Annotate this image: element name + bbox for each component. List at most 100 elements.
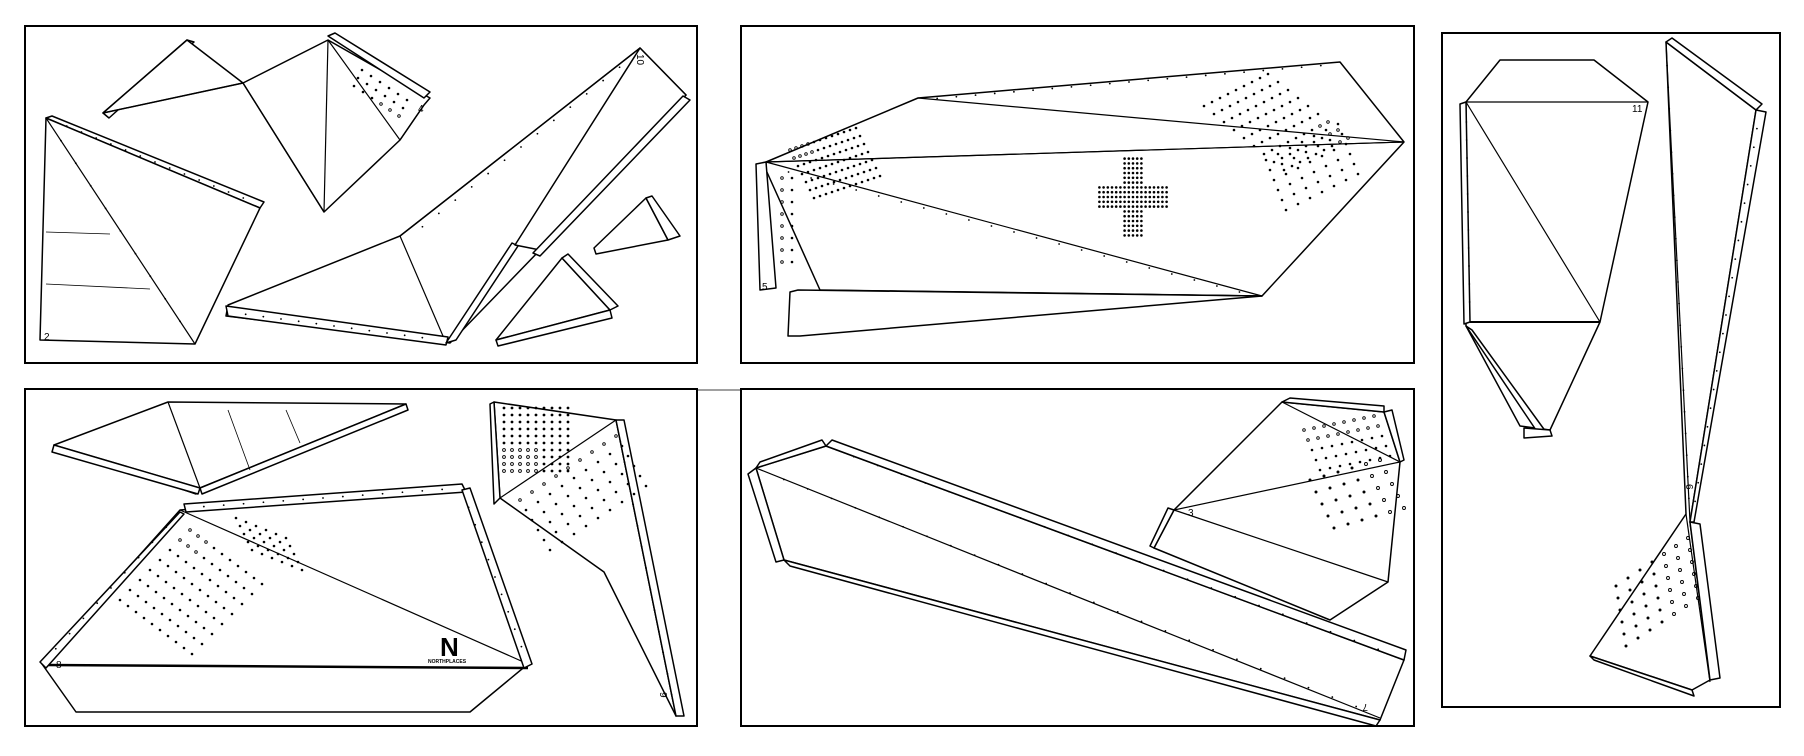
hold-dot [204, 540, 208, 544]
hold-dot [614, 462, 618, 466]
hold-dot [1666, 576, 1670, 580]
hold-dot [361, 494, 364, 497]
hold-dot [1354, 506, 1358, 510]
hold-dot [178, 608, 182, 612]
hold-dot [1316, 112, 1320, 116]
hold-dot [1051, 87, 1054, 90]
hold-dot [1110, 205, 1114, 208]
hold-dot [1312, 140, 1316, 144]
hold-dot [1140, 186, 1143, 189]
hold-dot [220, 552, 224, 556]
panel-group-triangle-top [51, 401, 409, 495]
hold-dot [510, 469, 514, 473]
hold-dot [542, 434, 546, 438]
hold-dot [1336, 158, 1340, 162]
hold-dot [1135, 214, 1139, 218]
hold-dot [1682, 592, 1686, 596]
hold-dot [572, 504, 576, 508]
hold-dot [315, 322, 318, 325]
hold-dot [1262, 69, 1265, 72]
hold-dot [134, 610, 138, 614]
hold-dot [518, 448, 522, 452]
hold-dot [802, 162, 806, 166]
hold-dot [1248, 120, 1252, 124]
panel-group-8: 8 N NORTHPLACES [39, 483, 533, 713]
hold-dot [1346, 136, 1350, 140]
hold-dot [1374, 514, 1378, 518]
hold-dot [502, 455, 506, 459]
hold-dot [1242, 136, 1246, 140]
hold-dot [854, 154, 858, 158]
hold-dot [1370, 474, 1374, 478]
hold-dot [262, 315, 265, 318]
hold-dot [810, 150, 814, 154]
hold-dot [1336, 122, 1340, 126]
hold-dot [1131, 186, 1135, 189]
hold-dot [542, 538, 546, 542]
panel-label-4: 4 [418, 104, 424, 115]
hold-dot [198, 179, 201, 181]
hold-dot [876, 464, 879, 467]
hold-dot [1674, 544, 1678, 548]
hold-dot [470, 185, 473, 188]
hold-dot [1131, 171, 1135, 175]
hold-dot [560, 484, 564, 488]
hold-dot [1336, 470, 1340, 474]
hold-dot [387, 86, 391, 90]
hold-dot [1135, 166, 1139, 170]
hold-dot [846, 138, 850, 142]
hold-dot [566, 441, 570, 445]
hold-dot [542, 406, 546, 410]
hold-dot [138, 578, 142, 582]
hold-dot [1328, 174, 1332, 178]
hold-dot [792, 156, 796, 160]
hold-dot [526, 413, 530, 417]
hold-dot [1331, 696, 1334, 698]
hold-dot [1694, 500, 1696, 503]
hold-dot [134, 252, 137, 255]
hold-dot [1123, 224, 1126, 228]
hold-dot [542, 469, 546, 473]
hold-dot [657, 630, 660, 633]
hold-dot [1127, 157, 1131, 160]
hold-dot [1283, 677, 1286, 680]
hold-dot [814, 158, 818, 162]
hold-dot [286, 556, 290, 560]
hold-dot [164, 297, 167, 300]
hold-dot [1304, 150, 1308, 154]
hold-dot [520, 146, 522, 148]
hold-dot [1152, 186, 1156, 189]
hold-dot [790, 248, 794, 252]
hold-dot [1296, 202, 1300, 206]
hold-dot [1467, 229, 1470, 231]
hold-dot [1288, 152, 1292, 156]
hold-dot [96, 602, 99, 605]
hold-dot [526, 469, 530, 473]
hold-dot [1676, 259, 1678, 262]
hold-dot [830, 497, 833, 500]
hold-dot [296, 560, 300, 564]
hold-dot [968, 219, 970, 221]
hold-dot [596, 460, 600, 464]
hold-dot [566, 455, 570, 459]
hold-dot [787, 171, 790, 173]
hold-dot [1288, 100, 1292, 104]
hold-dot [860, 180, 864, 184]
hold-dot [1376, 486, 1380, 490]
hold-dot [186, 614, 190, 618]
hold-dot [1468, 283, 1471, 285]
hold-dot [1681, 367, 1684, 370]
hold-dot [1346, 522, 1350, 526]
hold-dot [82, 617, 85, 620]
hold-dot [844, 176, 848, 180]
hold-dot [780, 260, 784, 264]
hold-dot [250, 592, 254, 596]
hold-dot [220, 622, 224, 626]
hold-dot [632, 503, 635, 506]
hold-dot [487, 172, 490, 175]
hold-dot [374, 88, 378, 92]
hold-dot [924, 482, 927, 484]
hold-dot [596, 516, 600, 520]
hold-dot [152, 606, 156, 610]
hold-dot [836, 160, 840, 164]
